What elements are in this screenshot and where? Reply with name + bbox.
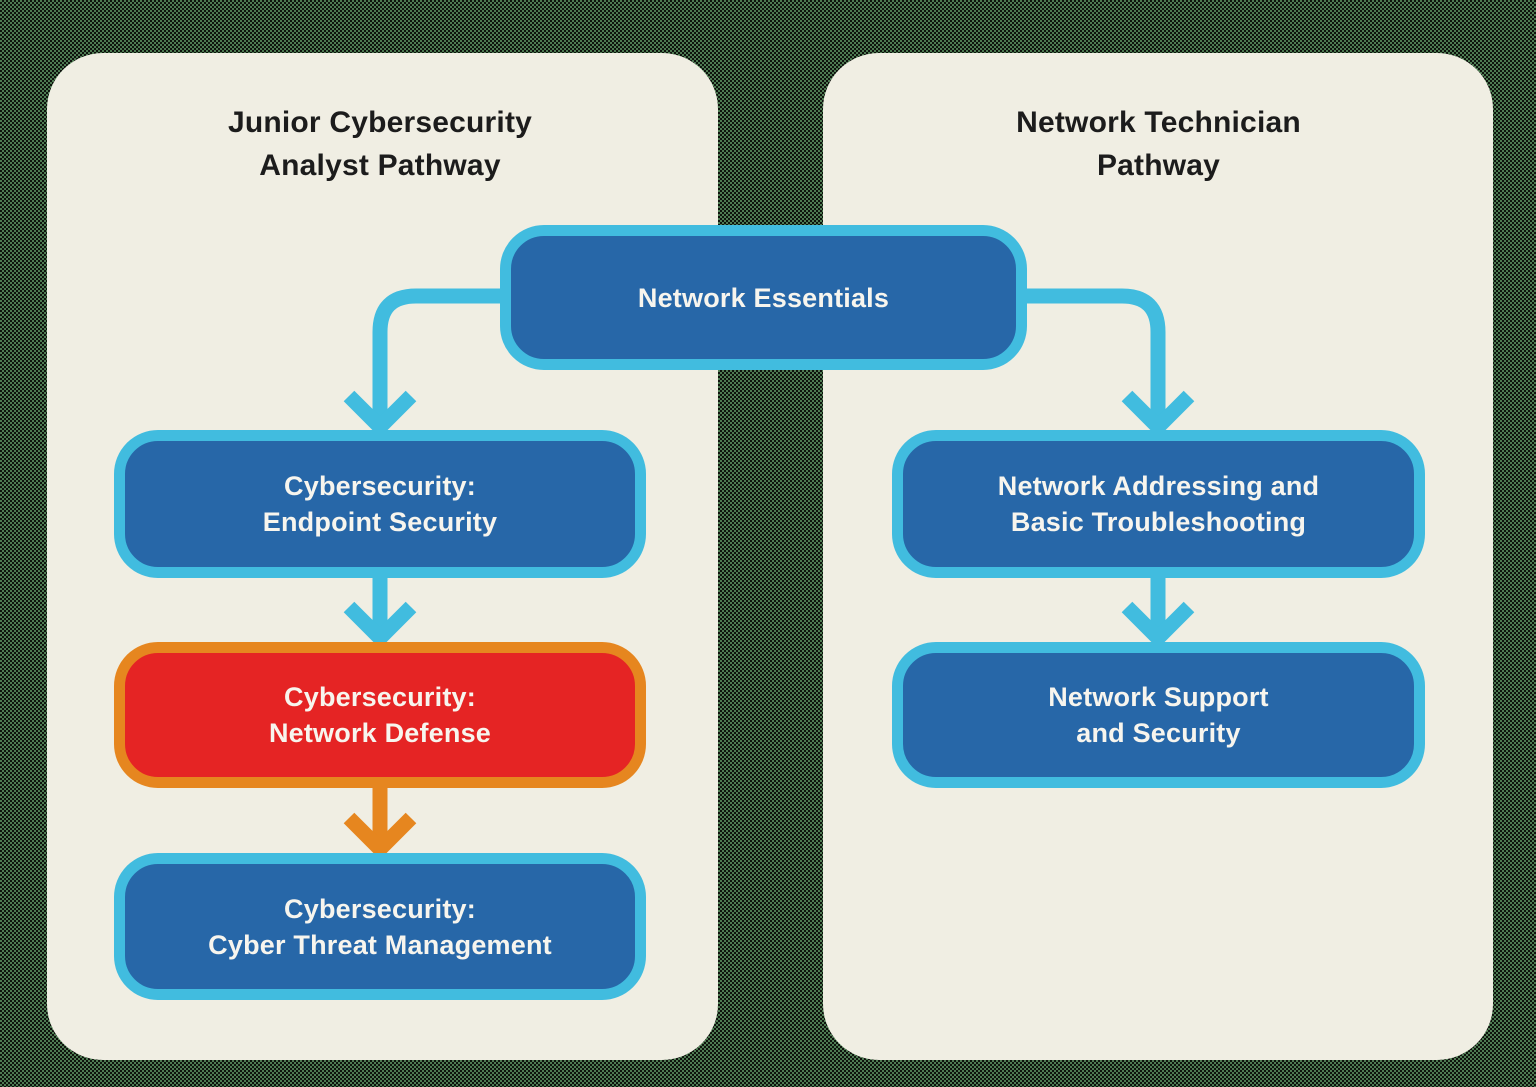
arrow-endpoint-security-to-network-defense — [343, 574, 417, 649]
node-label-line: Network Addressing and — [997, 471, 1320, 501]
node-label-line: Cybersecurity: — [284, 682, 476, 712]
panel-title-line: Network Technician — [1016, 106, 1301, 139]
node-label-line: Cyber Threat Management — [208, 929, 552, 960]
node-cybersecurity-cyber-threat-management: Cybersecurity: Cyber Threat Management — [114, 853, 646, 1000]
arrow-network-addressing-to-network-support — [1121, 574, 1195, 649]
node-label-line: Cybersecurity: — [284, 471, 476, 501]
node-label-line: Network Support — [1048, 682, 1269, 712]
node-label-line: Network Defense — [268, 718, 492, 748]
panel-title-line: Analyst Pathway — [259, 149, 501, 182]
arrow-essentials-to-network-addressing — [1020, 288, 1195, 438]
node-cybersecurity-endpoint-security: Cybersecurity: Endpoint Security — [114, 430, 646, 578]
panel-title-line: Junior Cybersecurity — [227, 106, 533, 139]
node-label-line: and Security — [1076, 718, 1241, 748]
node-label-line: Endpoint Security — [262, 507, 498, 537]
arrow-network-defense-to-cyber-threat — [343, 784, 417, 860]
panel-title-line: Pathway — [1096, 149, 1221, 182]
node-network-essentials: Network Essentials — [500, 225, 1027, 370]
node-cybersecurity-network-defense: Cybersecurity: Network Defense — [114, 642, 646, 788]
node-label-line: Basic Troubleshooting — [1010, 507, 1307, 537]
node-network-support-and-security: Network Support and Security — [892, 642, 1425, 788]
arrow-essentials-to-endpoint-security — [343, 288, 508, 438]
panel-title-junior-cybersecurity-analyst: Junior Cybersecurity Analyst Pathway — [114, 101, 646, 187]
node-network-addressing-basic-troubleshooting: Network Addressing and Basic Troubleshoo… — [892, 430, 1425, 578]
node-label: Network Essentials — [637, 282, 890, 313]
node-label-line: Cybersecurity: — [284, 893, 476, 924]
panel-title-network-technician: Network Technician Pathway — [892, 101, 1425, 187]
